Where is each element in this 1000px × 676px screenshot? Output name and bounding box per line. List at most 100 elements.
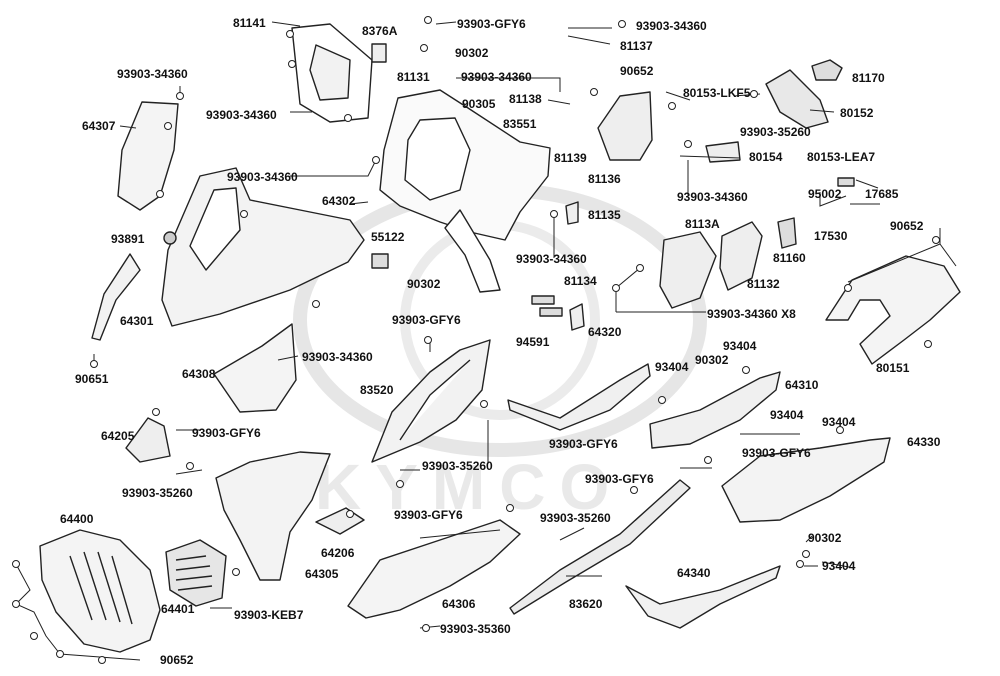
part-81141-detail bbox=[309, 44, 351, 101]
part-81160 bbox=[777, 217, 797, 249]
label-93903-35260: 93903-35260 bbox=[422, 459, 493, 473]
part-93891-cap bbox=[163, 231, 177, 245]
label-81132: 81132 bbox=[747, 277, 780, 291]
screw-icon bbox=[288, 60, 296, 68]
label-8376A: 8376A bbox=[362, 24, 398, 38]
part-64305-lower-shield bbox=[215, 451, 331, 581]
label-93903-35260: 93903-35260 bbox=[740, 125, 811, 139]
part-8376A bbox=[371, 43, 387, 63]
label-64330: 64330 bbox=[907, 435, 941, 449]
label-81139: 81139 bbox=[554, 151, 587, 165]
part-64401-slats bbox=[175, 555, 213, 591]
label-93903-35360: 93903-35360 bbox=[440, 622, 511, 636]
screw-icon bbox=[312, 300, 320, 308]
label-80152: 80152 bbox=[840, 106, 874, 120]
part-64205-bracket bbox=[125, 417, 171, 463]
screw-icon bbox=[164, 122, 172, 130]
part-64307-side-trim bbox=[117, 101, 179, 211]
screw-icon bbox=[422, 624, 430, 632]
screw-icon bbox=[796, 560, 804, 568]
part-81131-frame-hole bbox=[404, 117, 471, 201]
label-90302: 90302 bbox=[407, 277, 441, 291]
part-64400-slats bbox=[69, 551, 133, 625]
screw-icon bbox=[480, 400, 488, 408]
label-17685: 17685 bbox=[865, 187, 899, 201]
label-93891: 93891 bbox=[111, 232, 145, 246]
part-81136-pad bbox=[597, 91, 653, 161]
part-64310-floor-side bbox=[649, 371, 781, 449]
screw-icon bbox=[152, 408, 160, 416]
screw-icon bbox=[630, 486, 638, 494]
screw-icon bbox=[232, 568, 240, 576]
label-90652: 90652 bbox=[620, 64, 654, 78]
label-93404: 93404 bbox=[770, 408, 804, 422]
label-93903-34360: 93903-34360 bbox=[516, 252, 587, 266]
screw-icon bbox=[924, 340, 932, 348]
part-64320-bracket bbox=[507, 363, 651, 431]
part-81132 bbox=[719, 221, 763, 291]
label-93903-GFY6: 93903-GFY6 bbox=[192, 426, 261, 440]
part-64301-wind-trim bbox=[91, 253, 141, 341]
label-81134: 81134 bbox=[564, 274, 597, 288]
label-93903-34360: 93903-34360 bbox=[677, 190, 748, 204]
label-64400: 64400 bbox=[60, 512, 94, 526]
label-90302: 90302 bbox=[808, 531, 842, 545]
label-64320: 64320 bbox=[588, 325, 622, 339]
screw-icon bbox=[742, 366, 750, 374]
label-93903-34360: 93903-34360 bbox=[206, 108, 277, 122]
label-81137: 81137 bbox=[620, 39, 653, 53]
label-80153-LEA7: 80153-LEA7 bbox=[807, 150, 876, 164]
screw-icon bbox=[240, 210, 248, 218]
label-93903-35260: 93903-35260 bbox=[540, 511, 611, 525]
label-90305: 90305 bbox=[462, 97, 496, 111]
label-64307: 64307 bbox=[82, 119, 116, 133]
label-83551: 83551 bbox=[503, 117, 537, 131]
part-80154-bracket bbox=[705, 141, 741, 163]
screw-icon bbox=[750, 90, 758, 98]
screw-icon bbox=[658, 396, 666, 404]
screw-icon bbox=[12, 600, 20, 608]
part-83520-inner-line bbox=[399, 359, 471, 441]
label-64301: 64301 bbox=[120, 314, 154, 328]
label-64308: 64308 bbox=[182, 367, 216, 381]
part-80152-lamp bbox=[765, 69, 829, 129]
label-80153-LKF5: 80153-LKF5 bbox=[683, 86, 751, 100]
screw-icon bbox=[618, 20, 626, 28]
label-93903-35260: 93903-35260 bbox=[122, 486, 193, 500]
label-81160: 81160 bbox=[773, 251, 806, 265]
screw-icon bbox=[668, 102, 676, 110]
label-64302: 64302 bbox=[322, 194, 356, 208]
screw-icon bbox=[176, 92, 184, 100]
part-81131-frame-arm bbox=[444, 209, 501, 293]
label-93903-GFY6: 93903-GFY6 bbox=[394, 508, 463, 522]
screw-icon bbox=[372, 156, 380, 164]
part-64302-shield-detail bbox=[189, 187, 241, 271]
label-90652: 90652 bbox=[160, 653, 194, 667]
part-81134 bbox=[569, 303, 585, 331]
part-94591-a bbox=[531, 295, 555, 305]
part-95002 bbox=[837, 177, 855, 187]
label-83620: 83620 bbox=[569, 597, 603, 611]
screw-icon bbox=[30, 632, 38, 640]
label-64340: 64340 bbox=[677, 566, 711, 580]
part-64330-floor bbox=[721, 437, 891, 523]
label-93903-GFY6: 93903-GFY6 bbox=[549, 437, 618, 451]
label-90302: 90302 bbox=[695, 353, 729, 367]
label-95002: 95002 bbox=[808, 187, 842, 201]
label-93903-GFY6: 93903-GFY6 bbox=[742, 446, 811, 460]
label-93903-GFY6: 93903-GFY6 bbox=[392, 313, 461, 327]
screw-icon bbox=[590, 88, 598, 96]
screw-icon bbox=[844, 284, 852, 292]
screw-icon bbox=[346, 510, 354, 518]
label-93404: 93404 bbox=[822, 415, 856, 429]
part-55122 bbox=[371, 253, 389, 269]
screw-icon bbox=[802, 550, 810, 558]
label-94591: 94591 bbox=[516, 335, 550, 349]
label-93903-34360: 93903-34360 bbox=[636, 19, 707, 33]
part-8113A bbox=[659, 231, 717, 309]
label-90652: 90652 bbox=[890, 219, 924, 233]
screw-icon bbox=[612, 284, 620, 292]
part-64401-grille bbox=[165, 539, 227, 607]
screw-icon bbox=[56, 650, 64, 658]
